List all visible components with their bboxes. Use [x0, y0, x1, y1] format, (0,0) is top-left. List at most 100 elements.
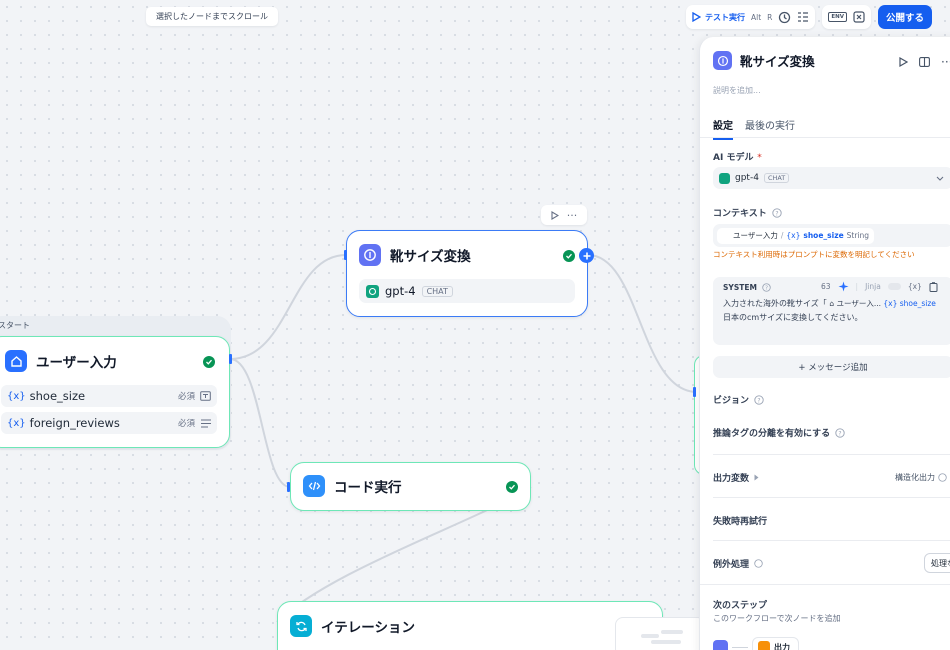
prompt-line2: 日本のcmサイズに変換してください。 [723, 313, 863, 322]
iteration-node[interactable]: イテレーション [277, 601, 663, 650]
model-selector[interactable]: gpt-4 CHAT [713, 167, 950, 189]
reasoning-tag-label: 推論タグの分離を有効にする [713, 429, 831, 439]
start-node[interactable]: ユーザー入力 {x} shoe_size 必須 {x} foreign_revi… [0, 336, 230, 448]
minimap[interactable] [615, 617, 705, 650]
sparkle-icon[interactable] [838, 281, 849, 292]
scroll-to-selected-label: 選択したノードまでスクロール [156, 12, 268, 21]
help-icon [754, 559, 763, 568]
success-check-icon [203, 356, 215, 368]
scroll-to-selected-button[interactable]: 選択したノードまでスクロール [146, 7, 278, 26]
shortcut-alt: Alt [751, 12, 762, 22]
panel-tabs: 設定 最後の実行 [713, 117, 795, 140]
code-node[interactable]: コード実行 [290, 462, 531, 511]
retry-label: 失敗時再試行 [713, 517, 768, 527]
add-next-node-button[interactable] [579, 248, 594, 263]
success-check-icon [563, 250, 575, 262]
checklist-icon[interactable] [797, 11, 809, 23]
vision-label: ビジョン [713, 396, 750, 406]
openai-icon [719, 172, 730, 184]
required-label: 必須 [177, 392, 195, 402]
add-message-button[interactable]: + メッセージ追加 [713, 356, 950, 378]
llm-model-name: gpt-4 [385, 284, 416, 298]
copy-icon[interactable] [929, 281, 938, 292]
model-tag: CHAT [763, 173, 790, 183]
llm-node-actions: ··· [541, 205, 587, 225]
edge-start-to-llm [229, 254, 347, 360]
plus-icon [583, 252, 590, 259]
context-selector[interactable]: ユーザー入力 / {x} shoe_size String [713, 224, 950, 247]
llm-node[interactable]: 靴サイズ変換 gpt-4 CHAT [346, 230, 594, 317]
section-divider [713, 454, 950, 455]
run-node-icon[interactable] [899, 57, 908, 67]
top-toolbar: テスト実行 Alt R ENV 公開する [686, 5, 933, 29]
exception-select[interactable]: 処理な [924, 553, 950, 573]
chevron-down-icon [936, 176, 944, 181]
test-run-button[interactable]: テスト実行 [692, 12, 745, 23]
next-node-label: 出力 [774, 642, 790, 650]
llm-model-tag: CHAT [421, 285, 453, 297]
description-input[interactable]: 説明を追加... [713, 86, 761, 95]
minimap-block [641, 634, 659, 638]
svg-text:?: ? [775, 210, 778, 217]
system-prompt-editor[interactable]: SYSTEM ? 63 | Jinja {x} 入力された海外の靴サイズ「 ⌂ … [713, 277, 950, 345]
start-output-port[interactable] [229, 354, 232, 364]
variable-icon: {x} [883, 299, 898, 308]
loop-icon [290, 615, 312, 637]
tab-settings[interactable]: 設定 [713, 117, 733, 140]
code-node-title: コード実行 [334, 480, 402, 496]
code-input-port[interactable] [287, 482, 290, 492]
more-icon[interactable]: ··· [941, 55, 950, 69]
start-node-title: ユーザー入力 [36, 355, 117, 371]
next-node-chip[interactable]: 出力 [752, 637, 799, 650]
prompt-ref-chip: ⌂ ユーザー入... {x} shoe_size [829, 299, 936, 308]
tab-last-run[interactable]: 最後の実行 [745, 121, 795, 132]
variable-icon: {x} [7, 417, 26, 429]
start-variable-row[interactable]: {x} shoe_size 必須 [1, 385, 217, 407]
panel-title[interactable]: 靴サイズ変換 [740, 54, 815, 69]
more-icon[interactable]: ··· [566, 208, 578, 222]
start-variable-row[interactable]: {x} foreign_reviews 必須 [1, 412, 217, 434]
context-warning: コンテキスト利用時はプロンプトに変数を明記してください [713, 250, 915, 259]
history-icon[interactable] [778, 11, 791, 24]
insert-variable-icon[interactable]: {x} [907, 282, 922, 291]
next-step-label: 次のステップ [713, 601, 768, 611]
llm-input-port[interactable] [344, 250, 347, 260]
output-vars-label: 出力変数 [713, 474, 750, 484]
output-vars-row[interactable]: 出力変数 [713, 471, 759, 484]
variable-icon[interactable] [853, 11, 865, 23]
test-run-group: テスト実行 Alt R [686, 5, 816, 29]
context-var: shoe_size [803, 231, 844, 240]
test-run-label: テスト実行 [705, 12, 745, 22]
svg-text:?: ? [757, 397, 760, 404]
help-icon: ? [762, 283, 771, 292]
chevron-right-icon [754, 474, 759, 481]
context-source: ユーザー入力 [733, 231, 778, 240]
output-icon [758, 641, 770, 650]
env-group: ENV [822, 5, 871, 29]
publish-button[interactable]: 公開する [878, 5, 933, 29]
panel-header: 靴サイズ変換 [713, 51, 815, 70]
llm-model-row: gpt-4 CHAT [359, 279, 575, 303]
iteration-node-header: イテレーション [278, 602, 662, 650]
llm-icon [359, 244, 381, 266]
start-group-label: スタート [0, 321, 30, 330]
prompt-ref-var: shoe_size [899, 299, 936, 308]
success-check-icon [506, 481, 518, 493]
exception-value: 処理な [931, 558, 950, 568]
system-prompt-tools: 63 | Jinja {x} [821, 281, 938, 292]
run-node-icon[interactable] [551, 210, 559, 220]
play-icon [692, 12, 701, 22]
system-prompt-text: 入力された海外の靴サイズ「 ⌂ ユーザー入... {x} shoe_size 日… [723, 297, 936, 325]
env-button[interactable]: ENV [828, 12, 847, 22]
svg-text:?: ? [839, 430, 842, 437]
right-node-input-port[interactable] [693, 387, 696, 397]
structured-output-toggle[interactable]: 構造化出力 [895, 472, 947, 483]
jinja-toggle[interactable] [887, 283, 901, 290]
code-icon [303, 475, 325, 497]
split-view-icon[interactable] [919, 57, 930, 67]
edge-llm-to-right [587, 254, 698, 393]
minimap-block [661, 630, 683, 634]
llm-node-title: 靴サイズ変換 [390, 249, 471, 265]
home-icon [5, 350, 27, 372]
variable-icon: {x} [786, 231, 801, 240]
